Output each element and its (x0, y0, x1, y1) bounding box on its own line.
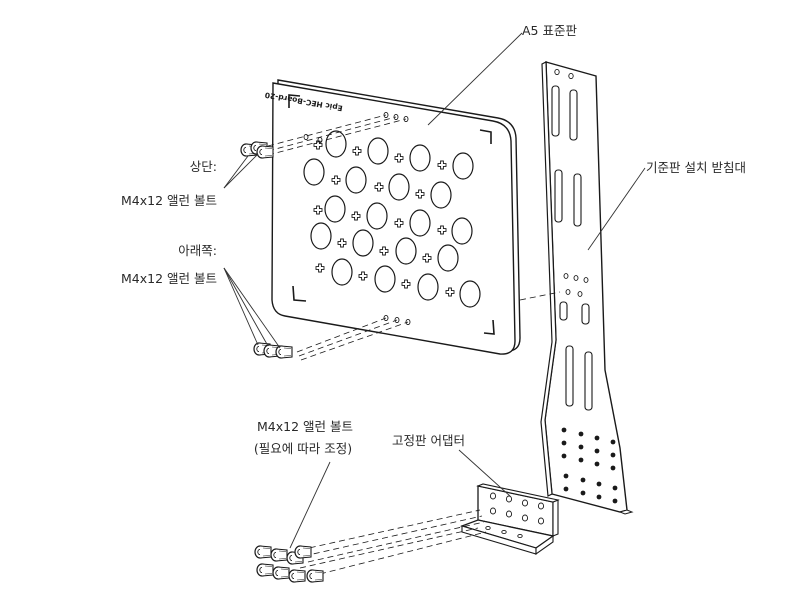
bottom-bolts-spec: M4x12 앨런 볼트 (121, 271, 217, 286)
a5-panel: Epic HEC-Board-20 (264, 79, 521, 355)
bottom-bolts-title: 아래쪽: (178, 243, 217, 258)
bottom-bolts (253, 342, 293, 359)
adapter-bolts-spec: M4x12 앨런 볼트 (257, 419, 353, 434)
adapter-bolts (254, 545, 324, 583)
adapter-bolts-note: (필요에 따라 조정) (253, 441, 353, 456)
top-bolts-spec: M4x12 앨런 볼트 (121, 193, 217, 208)
top-bolts-title: 상단: (189, 159, 217, 174)
adapter-bracket (459, 483, 560, 556)
a5-panel-label: A5 표준판 (522, 23, 577, 38)
stand-label: 기준판 설치 받침대 (646, 160, 746, 175)
leader-lines (223, 32, 646, 549)
mounting-stand (540, 61, 634, 515)
adapter-label: 고정판 어댑터 (392, 433, 465, 448)
assembly-guide-lines (267, 114, 561, 575)
